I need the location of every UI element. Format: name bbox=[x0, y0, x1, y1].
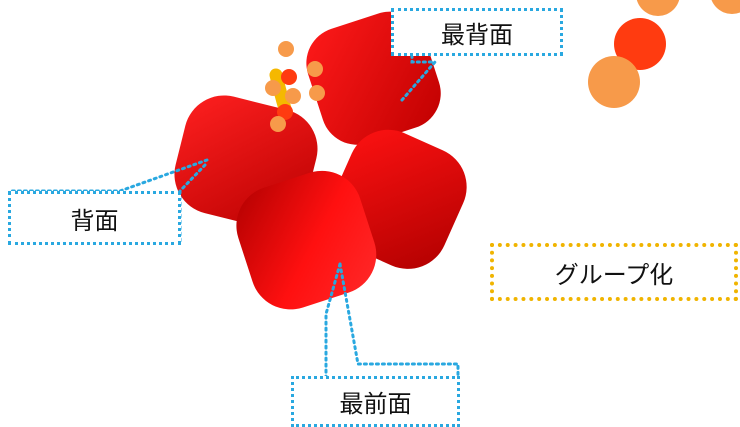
label-group: グループ化 bbox=[490, 243, 738, 301]
callout-line-top-most bbox=[400, 53, 439, 102]
label-back-text: 背面 bbox=[70, 206, 119, 235]
dot-bottom bbox=[588, 56, 640, 108]
label-front-most-text: 最前面 bbox=[339, 390, 412, 418]
label-back: 背面 bbox=[8, 191, 181, 245]
callout-line-front-right bbox=[338, 262, 460, 380]
decorative-dots bbox=[588, 0, 740, 108]
dot-top-right bbox=[711, 0, 740, 14]
label-front-most: 最前面 bbox=[291, 376, 460, 427]
label-top-most: 最背面 bbox=[391, 8, 563, 56]
label-top-most-text: 最背面 bbox=[441, 20, 513, 49]
dot-red bbox=[614, 18, 666, 70]
dot-top-left bbox=[636, 0, 680, 16]
label-group-text: グループ化 bbox=[554, 260, 674, 289]
stamen-dots bbox=[265, 41, 325, 132]
